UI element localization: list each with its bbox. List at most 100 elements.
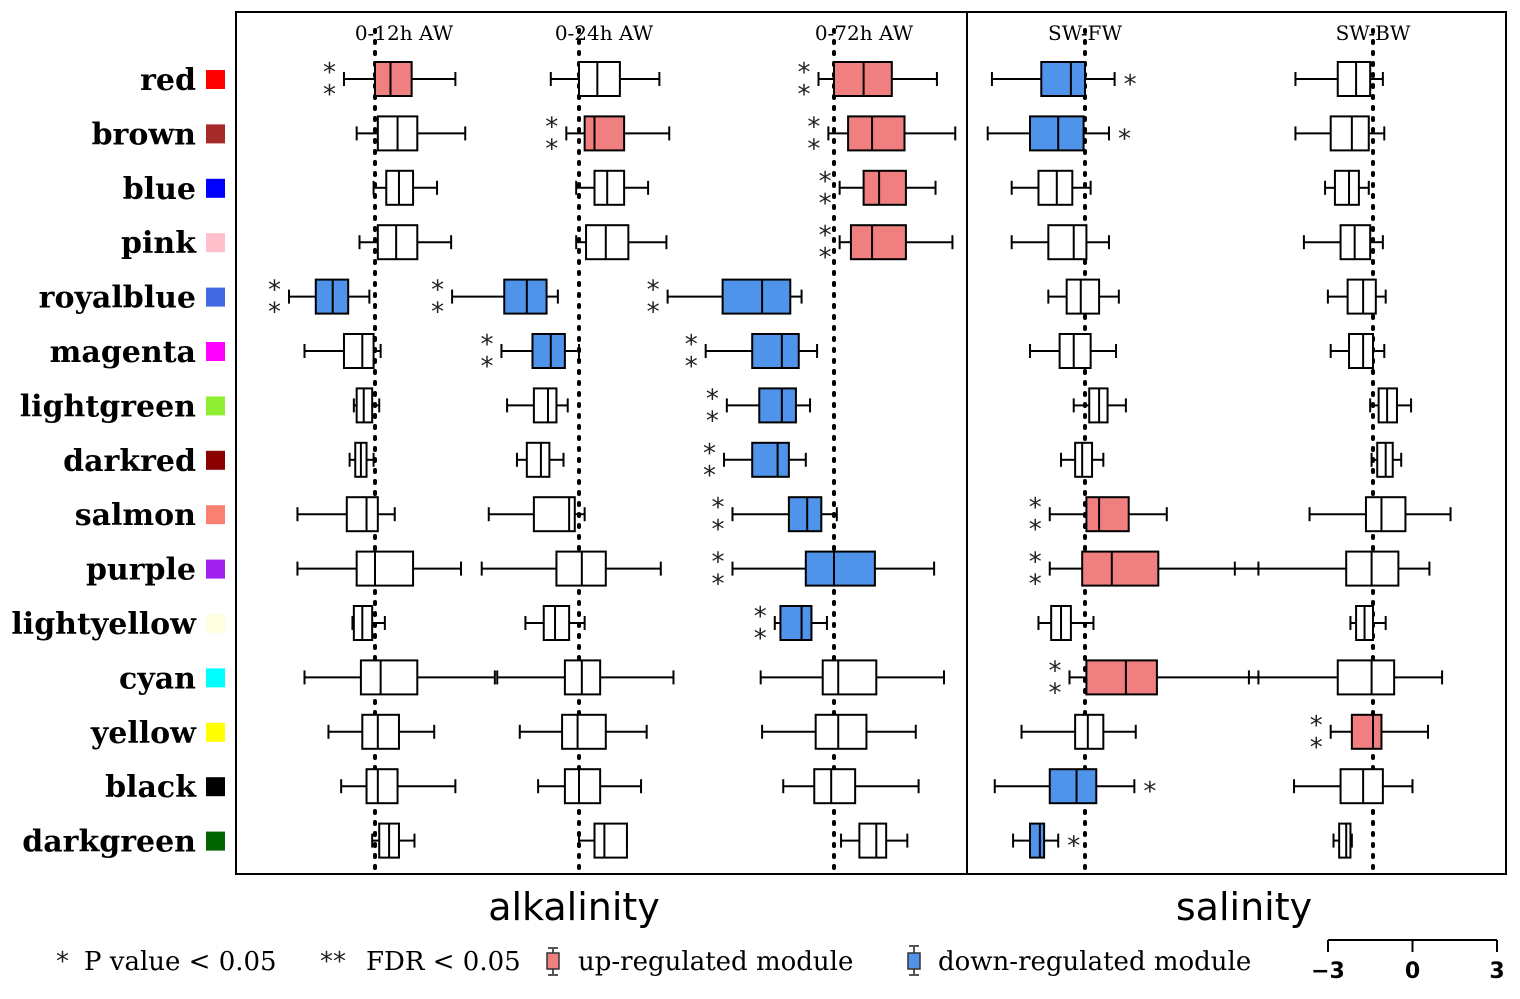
box-sw-bw-yellow: ** xyxy=(1310,711,1429,763)
significance-fdr-top-sw-fw-salmon: * xyxy=(1029,493,1042,523)
box-body-0-24h-aw-lightyellow xyxy=(542,605,571,641)
box-body-0-12h-aw-red xyxy=(374,61,413,97)
box-0-72h-aw-royalblue: ** xyxy=(647,276,803,328)
box-sw-fw-purple: ** xyxy=(1029,548,1260,600)
box-0-24h-aw-salmon xyxy=(487,496,586,533)
box-sw-bw-darkred xyxy=(1370,441,1403,478)
condition-label-0-72h-aw: 0-72h AW xyxy=(815,21,914,45)
module-label-yellow: yellow xyxy=(90,716,197,751)
box-body-0-72h-aw-blue xyxy=(862,169,907,206)
box-sw-fw-yellow xyxy=(1020,713,1137,750)
module-swatch-cyan xyxy=(206,668,225,688)
significance-fdr-bottom-0-24h-aw-magenta: * xyxy=(480,352,493,382)
box-0-72h-aw-purple: ** xyxy=(711,548,936,600)
box-0-12h-aw-darkred xyxy=(348,441,375,478)
box-body-sw-fw-magenta xyxy=(1058,333,1092,369)
box-body-sw-bw-cyan xyxy=(1336,659,1396,696)
box-0-12h-aw-magenta xyxy=(303,333,382,369)
box-body-sw-bw-royalblue xyxy=(1346,278,1377,315)
box-0-24h-aw-brown: ** xyxy=(545,112,671,164)
module-swatch-darkred xyxy=(206,450,225,470)
legend-down-swatch-icon xyxy=(907,945,921,976)
module-swatch-blue xyxy=(206,178,225,198)
significance-fdr-top-0-72h-aw-pink: * xyxy=(819,221,832,251)
module-label-magenta: magenta xyxy=(50,335,196,370)
section-label-salinity: salinity xyxy=(1176,885,1312,929)
box-body-0-12h-aw-black xyxy=(365,768,399,805)
box-body-0-72h-aw-darkred xyxy=(751,441,790,478)
box-body-sw-fw-salmon xyxy=(1085,496,1130,533)
box-sw-fw-pink xyxy=(1010,224,1110,261)
box-body-0-24h-aw-royalblue xyxy=(503,278,548,315)
module-label-cyan: cyan xyxy=(119,661,196,696)
box-body-sw-fw-darkgreen xyxy=(1029,822,1046,859)
box-body-sw-fw-royalblue xyxy=(1065,278,1101,315)
box-sw-fw-darkgreen: * xyxy=(1012,822,1080,862)
legend-down-text: down-regulated module xyxy=(938,947,1251,977)
scale-label-neg3: −3 xyxy=(1311,959,1345,984)
box-0-12h-aw-pink xyxy=(358,224,453,261)
box-body-0-12h-aw-cyan xyxy=(359,659,419,696)
significance-fdr-bottom-0-72h-aw-lightyellow: * xyxy=(754,624,767,654)
box-sw-bw-lightyellow xyxy=(1349,605,1387,641)
significance-p-sw-fw-brown: * xyxy=(1118,124,1131,154)
module-swatch-royalblue xyxy=(206,287,225,307)
box-0-24h-aw-lightgreen xyxy=(506,387,569,424)
box-0-72h-aw-cyan xyxy=(759,659,945,696)
box-body-0-24h-aw-lightgreen xyxy=(532,387,558,424)
box-0-24h-aw-yellow xyxy=(518,713,648,750)
box-0-72h-aw-yellow xyxy=(761,713,917,750)
box-body-0-24h-aw-salmon xyxy=(532,496,576,533)
module-label-pink: pink xyxy=(121,226,197,261)
box-body-sw-bw-salmon xyxy=(1364,496,1407,533)
significance-fdr-top-0-72h-aw-lightgreen: * xyxy=(706,384,719,414)
box-0-24h-aw-black xyxy=(537,768,643,805)
significance-fdr-top-sw-fw-purple: * xyxy=(1029,548,1042,578)
legend-up-text: up-regulated module xyxy=(578,947,853,977)
box-sw-fw-lightyellow xyxy=(1037,605,1095,641)
module-labels: redbrownbluepinkroyalbluemagentalightgre… xyxy=(11,63,225,860)
boxplot-marks: ****************************************… xyxy=(268,58,1452,862)
box-body-0-24h-aw-black xyxy=(563,768,602,805)
box-sw-fw-magenta xyxy=(1029,333,1118,369)
box-body-sw-bw-blue xyxy=(1333,169,1360,206)
box-body-0-72h-aw-cyan xyxy=(821,659,878,696)
legend-fdr-symbol: ** xyxy=(320,947,346,977)
box-body-0-72h-aw-black xyxy=(813,768,857,805)
module-swatch-pink xyxy=(206,233,225,253)
box-0-24h-aw-darkred xyxy=(515,441,565,478)
significance-fdr-top-0-72h-aw-purple: * xyxy=(711,548,724,578)
box-body-0-24h-aw-blue xyxy=(593,169,626,206)
significance-fdr-bottom-0-24h-aw-royalblue: * xyxy=(431,298,444,328)
module-swatch-salmon xyxy=(206,505,225,525)
significance-fdr-top-0-24h-aw-royalblue: * xyxy=(431,276,444,306)
reference-lines xyxy=(373,28,1375,874)
module-swatch-lightyellow xyxy=(206,614,225,633)
box-0-72h-aw-red: ** xyxy=(797,58,938,110)
box-body-sw-fw-black xyxy=(1048,768,1098,805)
box-sw-fw-brown: * xyxy=(986,115,1131,154)
box-0-24h-aw-purple xyxy=(480,550,662,587)
module-label-royalblue: royalblue xyxy=(39,281,196,316)
box-sw-fw-cyan: ** xyxy=(1048,656,1260,708)
box-0-12h-aw-salmon xyxy=(296,496,396,533)
significance-fdr-top-0-12h-aw-royalblue: * xyxy=(268,276,281,306)
box-sw-fw-lightgreen xyxy=(1072,387,1127,424)
box-0-12h-aw-brown xyxy=(355,115,467,152)
box-0-72h-aw-lightgreen: ** xyxy=(706,384,812,436)
module-swatch-red xyxy=(206,70,225,89)
significance-fdr-top-0-72h-aw-red: * xyxy=(797,58,810,88)
box-sw-fw-blue xyxy=(1010,169,1092,206)
box-sw-bw-red xyxy=(1294,61,1384,97)
box-sw-bw-brown xyxy=(1294,115,1386,152)
condition-label-0-12h-aw: 0-12h AW xyxy=(355,21,454,45)
box-body-0-12h-aw-purple xyxy=(355,550,415,587)
module-label-purple: purple xyxy=(86,553,196,588)
legend-pvalue-symbol: * xyxy=(56,947,69,977)
box-sw-bw-pink xyxy=(1302,224,1384,261)
module-swatch-black xyxy=(206,777,225,797)
significance-fdr-top-sw-bw-yellow: * xyxy=(1310,711,1323,741)
module-label-darkgreen: darkgreen xyxy=(22,825,196,860)
box-0-72h-aw-lightyellow: ** xyxy=(754,602,828,654)
